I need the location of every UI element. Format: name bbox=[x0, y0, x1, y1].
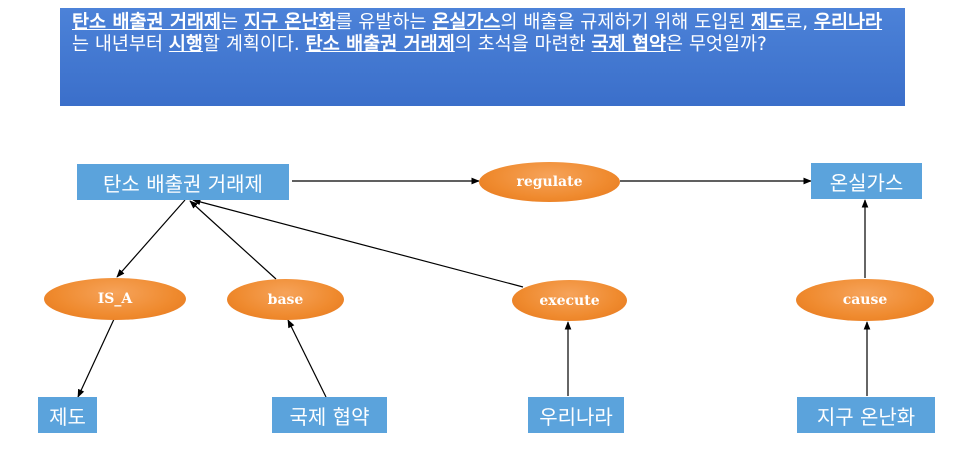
question-keyword: 지구 온난화 bbox=[243, 12, 336, 33]
question-text-box: 탄소 배출권 거래제는 지구 온난화를 유발하는 온실가스의 배출을 규제하기 … bbox=[60, 8, 905, 106]
node-carbon-trading: 탄소 배출권 거래제 bbox=[77, 164, 289, 200]
node-greenhouse-gas: 온실가스 bbox=[811, 163, 922, 199]
question-keyword: 국제 협약 bbox=[591, 34, 667, 55]
relation-cause: cause bbox=[796, 279, 934, 321]
question-keyword: 시행 bbox=[168, 34, 203, 55]
question-text: 로, bbox=[785, 12, 814, 33]
question-text: 는 내년부터 bbox=[72, 34, 169, 55]
edge-execute-to-carbon bbox=[192, 198, 524, 288]
question-text: 할 계획이다. bbox=[202, 34, 306, 55]
question-keyword: 탄소 배출권 거래제 bbox=[72, 12, 222, 33]
relation-base: base bbox=[227, 279, 344, 320]
question-keyword: 온실가스 bbox=[432, 12, 501, 33]
node-global-warming: 지구 온난화 bbox=[797, 397, 935, 433]
question-keyword: 우리나라 bbox=[813, 12, 883, 33]
node-system: 제도 bbox=[38, 397, 97, 433]
edge-isa-to-system bbox=[77, 316, 116, 398]
relation-regulate: regulate bbox=[479, 162, 620, 202]
node-intl-agreement: 국제 협약 bbox=[272, 397, 387, 433]
question-text: 의 배출을 규제하기 위해 도입된 bbox=[500, 12, 752, 33]
question-keyword: 제도 bbox=[751, 12, 786, 33]
edge-agreement-to-base bbox=[287, 319, 327, 398]
relation-is-a: IS_A bbox=[44, 278, 186, 320]
question-text: 의 초석을 마련한 bbox=[454, 34, 592, 55]
edge-carbon-to-isa bbox=[116, 199, 186, 278]
edge-base-to-carbon bbox=[189, 200, 277, 280]
question-text: 를 유발하는 bbox=[335, 12, 433, 33]
question-text: 는 bbox=[221, 12, 244, 33]
node-korea: 우리나라 bbox=[528, 397, 624, 433]
question-keyword: 탄소 배출권 거래제 bbox=[305, 34, 455, 55]
relation-execute: execute bbox=[512, 280, 627, 321]
question-text: 은 무엇일까? bbox=[666, 34, 767, 55]
